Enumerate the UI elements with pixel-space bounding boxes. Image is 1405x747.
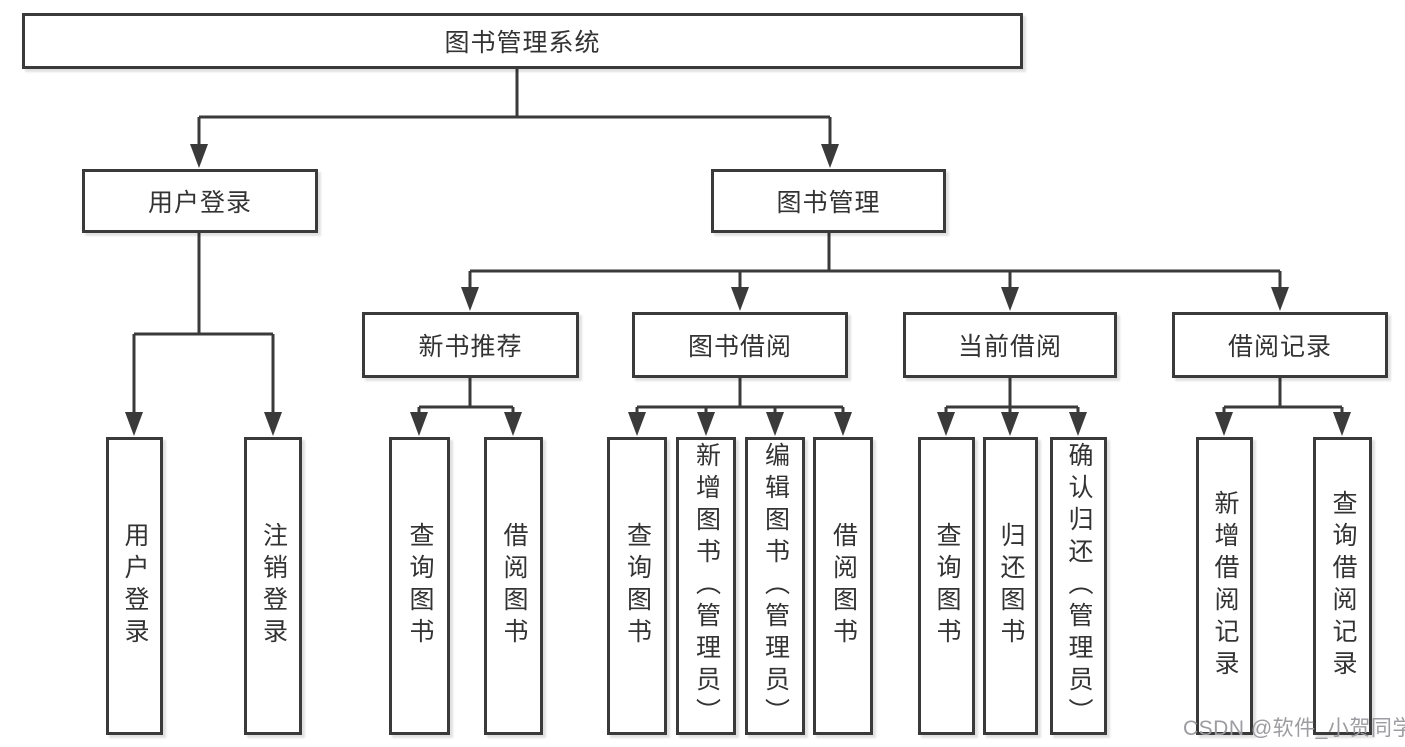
leaf-query-books-borrowing-label: 查询图书 bbox=[623, 522, 652, 650]
node-book-borrowing: 图书借阅 bbox=[632, 312, 848, 378]
leaf-edit-books-admin: 编辑图书（管理员） bbox=[745, 437, 805, 735]
leaf-query-books-current: 查询图书 bbox=[918, 437, 975, 735]
leaf-return-books: 归还图书 bbox=[983, 437, 1038, 735]
leaf-add-books-admin: 新增图书（管理员） bbox=[676, 437, 736, 735]
leaf-logout-label: 注销登录 bbox=[259, 522, 288, 650]
leaf-confirm-return-admin: 确认归还（管理员） bbox=[1050, 437, 1107, 735]
leaf-logout: 注销登录 bbox=[244, 437, 302, 735]
leaf-add-books-admin-label: 新增图书（管理员） bbox=[692, 442, 721, 730]
node-book-management-label: 图书管理 bbox=[776, 189, 881, 217]
leaf-user-login-label: 用户登录 bbox=[121, 522, 149, 650]
leaf-user-login: 用户登录 bbox=[106, 437, 163, 735]
leaf-query-borrow-record: 查询借阅记录 bbox=[1313, 437, 1372, 735]
leaf-add-borrow-record: 新增借阅记录 bbox=[1196, 437, 1253, 735]
leaf-borrow-books: 借阅图书 bbox=[813, 437, 873, 735]
leaf-query-books-recommend: 查询图书 bbox=[389, 437, 450, 735]
arrowheads bbox=[125, 144, 1351, 436]
node-book-management-branch: 图书管理 bbox=[711, 169, 946, 233]
leaf-borrow-books-recommend-label: 借阅图书 bbox=[500, 522, 528, 650]
leaf-query-books-borrowing: 查询图书 bbox=[607, 437, 667, 735]
node-user-login-branch: 用户登录 bbox=[82, 169, 318, 233]
leaf-confirm-return-admin-label: 确认归还（管理员） bbox=[1065, 442, 1093, 730]
node-new-book-recommend-label: 新书推荐 bbox=[418, 333, 523, 361]
node-root-label: 图书管理系统 bbox=[444, 29, 601, 57]
leaf-add-borrow-record-label: 新增借阅记录 bbox=[1211, 490, 1239, 682]
leaf-edit-books-admin-label: 编辑图书（管理员） bbox=[761, 442, 790, 730]
node-current-borrowing: 当前借阅 bbox=[903, 312, 1117, 378]
node-borrowing-records-label: 借阅记录 bbox=[1227, 333, 1332, 361]
node-current-borrowing-label: 当前借阅 bbox=[957, 333, 1062, 361]
node-user-login-label: 用户登录 bbox=[147, 189, 252, 217]
leaf-return-books-label: 归还图书 bbox=[997, 522, 1025, 650]
node-root-library-system: 图书管理系统 bbox=[22, 13, 1023, 69]
node-book-borrowing-label: 图书借阅 bbox=[687, 333, 792, 361]
leaf-query-borrow-record-label: 查询借阅记录 bbox=[1329, 490, 1357, 682]
node-new-book-recommend: 新书推荐 bbox=[362, 312, 579, 378]
leaf-query-books-recommend-label: 查询图书 bbox=[406, 522, 434, 650]
leaf-query-books-current-label: 查询图书 bbox=[933, 522, 961, 650]
leaf-borrow-books-recommend: 借阅图书 bbox=[484, 437, 543, 735]
connector-path bbox=[132, 69, 1344, 415]
leaf-borrow-books-label: 借阅图书 bbox=[829, 522, 858, 650]
csdn-watermark: CSDN @软件_小贺同学 bbox=[1183, 717, 1405, 740]
node-borrowing-records: 借阅记录 bbox=[1172, 312, 1388, 378]
